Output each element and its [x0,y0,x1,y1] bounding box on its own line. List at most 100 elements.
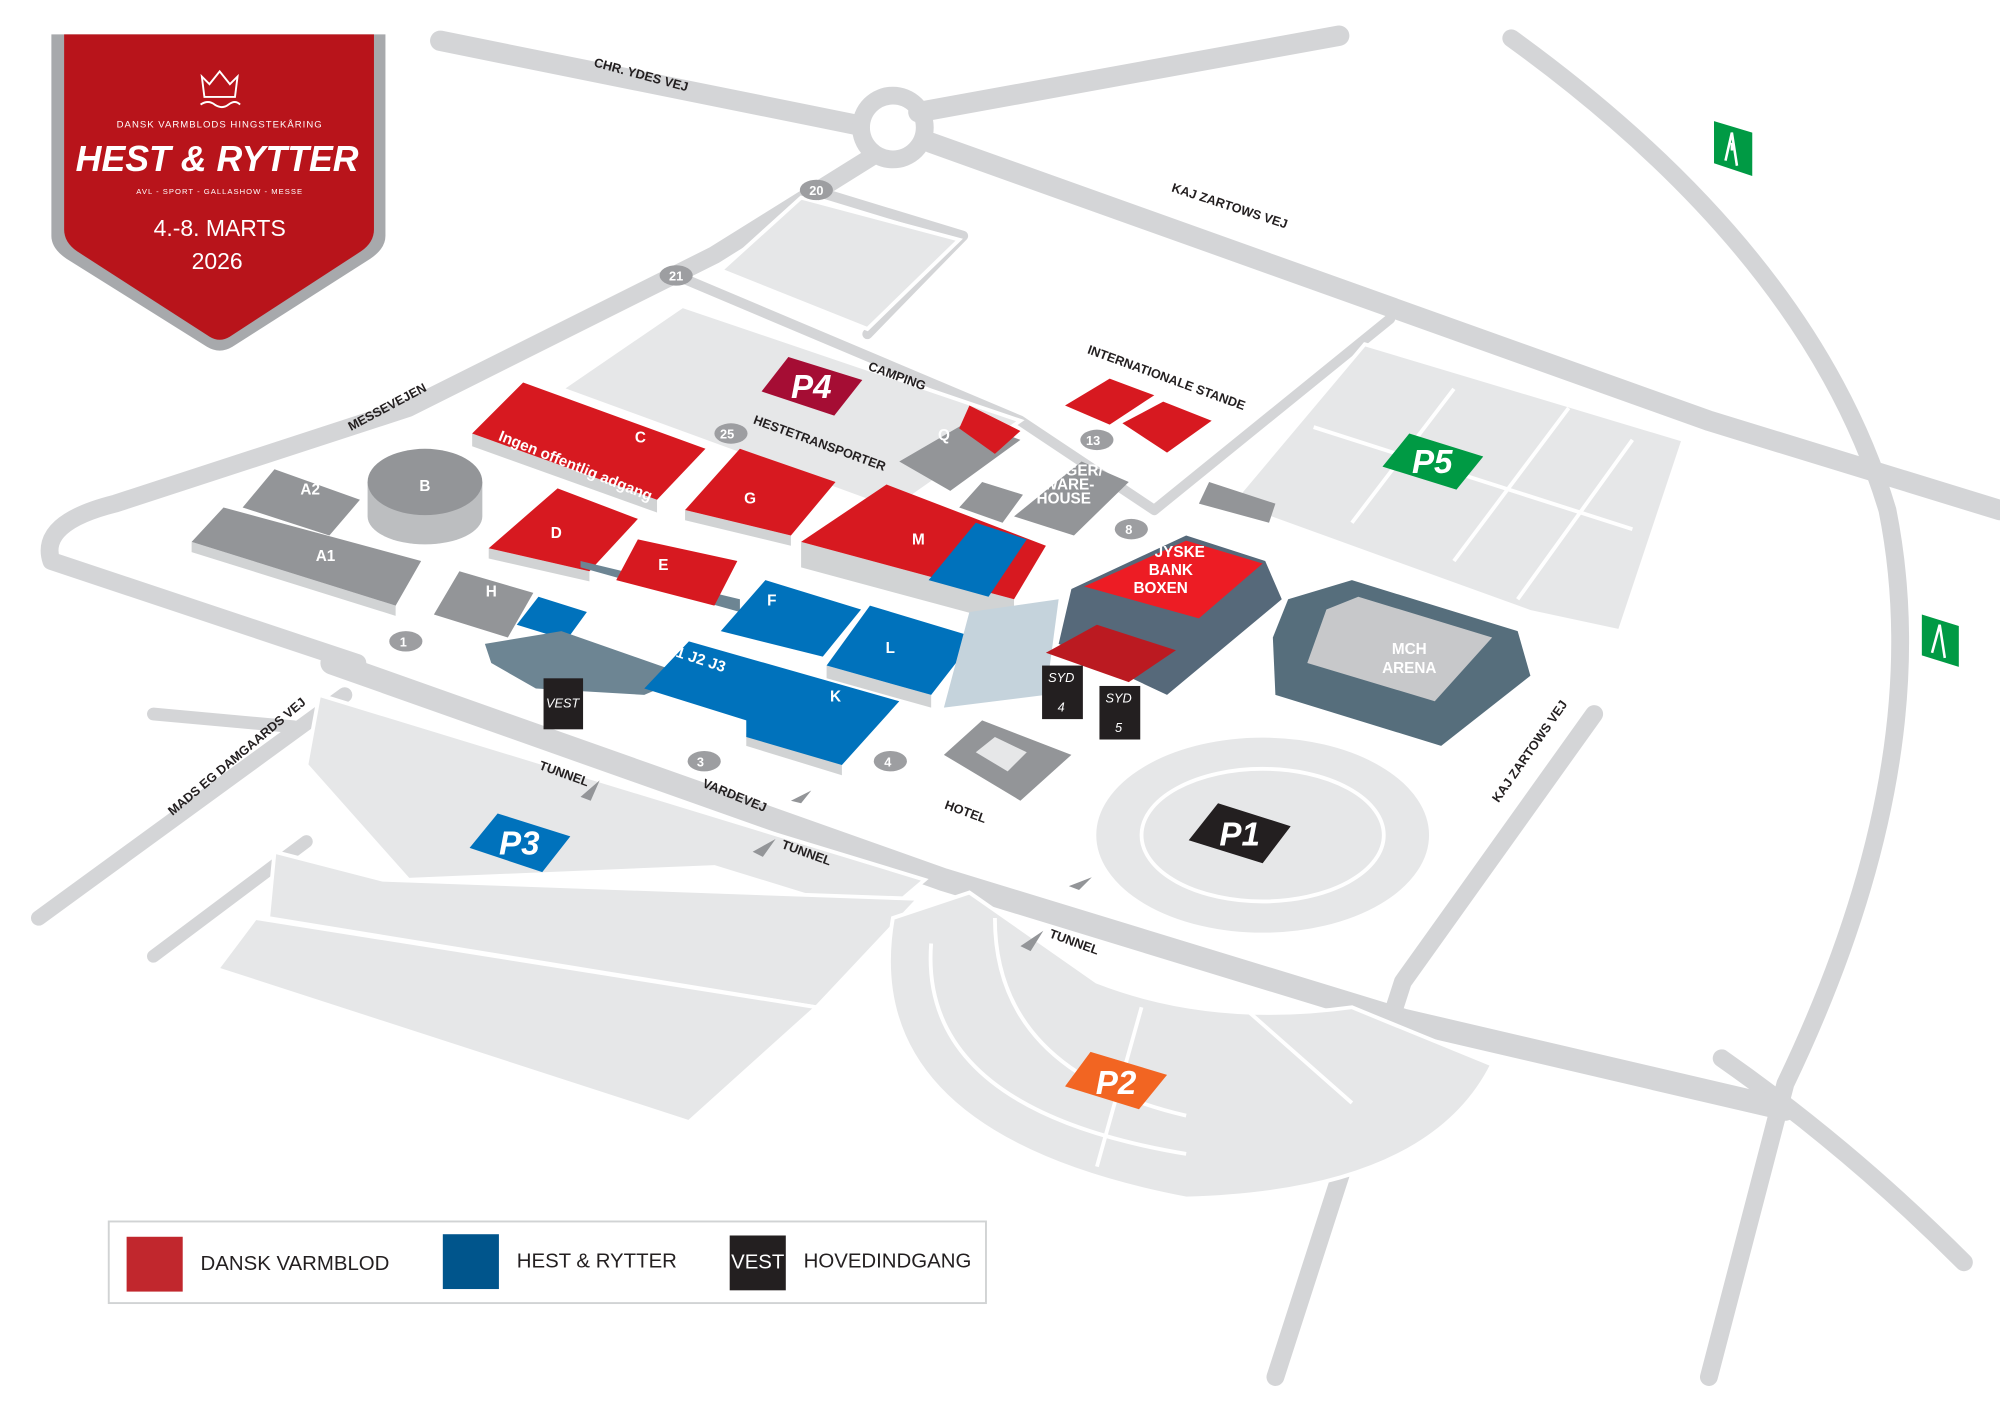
parking-p3-label: P3 [499,825,540,862]
entrance-syd-5-number: 5 [1115,720,1123,735]
gate-8-label: 8 [1125,522,1132,537]
building-k-label: K [830,688,841,705]
road-messevejen [40,146,883,672]
lot-p2 [887,890,1495,1201]
parking-p3-sign[interactable]: P3 [469,813,571,873]
gate-1[interactable]: 1 [389,631,423,652]
building-g[interactable] [685,448,836,536]
building-m-blue-section [928,522,1027,597]
boxen-label-3: BOXEN [1133,580,1187,597]
parking-p4-sign[interactable]: P4 [761,357,863,416]
event-logo: DANSK VARMBLODS HINGSTEKÅRING HEST & RYT… [51,34,386,351]
gate-3[interactable]: 3 [687,750,721,772]
roundabout [852,86,934,169]
building-h-label: H [486,584,497,601]
gates: 20 21 25 13 8 1 3 4 [389,179,1148,772]
building-d[interactable] [488,488,638,572]
logo-shield [64,34,374,340]
lot-sw [214,915,821,1125]
entrance-syd-4[interactable]: SYD 4 [1042,665,1083,720]
arena-label-1: MCH [1392,641,1427,658]
road-p4-loop [811,186,969,340]
road-kaj-zartows-vej [920,132,2000,521]
building-a1[interactable] [191,507,422,606]
building-small-2 [1198,481,1276,523]
lager-label-3: HOUSE [1037,491,1091,508]
crown-icon [200,69,241,109]
legend-swatch-hovedindgang [729,1235,786,1291]
lager-label-1: LAGER/ [1045,463,1104,480]
legend-swatch-text: VEST [731,1252,784,1274]
lot-p3 [304,692,929,921]
building-a2[interactable] [242,469,360,536]
gate-3-label: 3 [697,754,704,769]
building-a2-label: A2 [300,482,320,499]
label-hotel: HOTEL [943,797,989,826]
entrance-vest-label: VEST [546,696,581,711]
gate-21[interactable]: 21 [659,265,693,286]
building-c[interactable] [472,382,706,500]
entrance-syd-5-label: SYD [1105,691,1131,706]
gate-8[interactable]: 8 [1114,518,1148,540]
building-e[interactable] [616,539,738,606]
road-chr-ydes-vej [430,30,868,136]
gate-25[interactable]: 25 [714,423,748,444]
building-blue-small[interactable] [516,596,587,641]
parking-p5-label: P5 [1412,444,1453,481]
parking-p2-sign[interactable]: P2 [1065,1051,1168,1110]
logo-title: HEST & RYTTER [76,139,359,179]
parking-p4-label: P4 [791,369,832,406]
building-g-side [685,510,791,546]
road-kaj-zartows-vej-east [1266,705,1604,1386]
parking-p1-sign[interactable]: P1 [1188,803,1291,864]
tunnel-icons [580,780,1092,952]
lot-north [717,195,963,332]
building-b[interactable] [367,448,483,516]
building-m-label: M [912,531,925,548]
building-f[interactable] [720,580,862,657]
building-a1-label: A1 [316,548,336,565]
boxen-roof [1084,540,1263,619]
internationale-stande-1[interactable] [1065,378,1155,425]
legend-swatch-dansk-varmblod [126,1236,183,1292]
building-c-side [472,433,658,513]
motorway-sign-2 [1921,614,1959,667]
building-m-side [801,541,1015,625]
logo-subtitle: DANSK VARMBLODS HINGSTEKÅRING [117,120,323,131]
mch-arena-field [1307,596,1493,702]
entrance-syd-4-label: SYD [1048,670,1074,685]
logo-tagline: AVL - SPORT - GALLASHOW - MESSE [136,187,303,196]
internationale-stande-2[interactable] [1122,401,1212,453]
gate-25-label: 25 [720,427,734,442]
arena-label-2: ARENA [1382,660,1436,677]
gate-21-label: 21 [669,269,683,284]
parking-p5-sign[interactable]: P5 [1382,433,1484,490]
gate-20[interactable]: 20 [799,179,833,201]
building-lager[interactable] [1014,461,1129,536]
building-h[interactable] [433,571,534,638]
building-d-label: D [551,525,562,542]
gate-1-label: 1 [400,634,407,649]
building-small-1 [959,481,1023,523]
gate-13[interactable]: 13 [1080,429,1114,451]
motorway-sign-1 [1714,121,1753,176]
building-l-side [826,665,932,708]
building-q-label: Q [938,427,950,444]
building-b-label: B [419,478,430,495]
buildings: A1 A2 B C Ingen offentlig adgang D E G M… [191,378,1531,801]
building-l[interactable] [826,605,976,695]
boxen-label-2: BANK [1149,562,1193,579]
lager-label-2: WARE- [1043,477,1094,494]
gate-4[interactable]: 4 [873,750,907,772]
entrances: VEST SYD 4 SYD 5 [543,665,1141,740]
building-j-k[interactable] [644,641,900,766]
legend-label-hest-rytter: HEST & RYTTER [517,1250,677,1272]
building-c-label: C [635,429,646,446]
entrance-syd-5[interactable]: SYD 5 [1099,685,1141,740]
building-a1-side [191,541,396,616]
hotel-courtyard [975,736,1027,772]
entrance-vest[interactable]: VEST [543,678,584,730]
entrance-syd-4-number: 4 [1058,699,1065,714]
legend-box [107,1220,987,1305]
